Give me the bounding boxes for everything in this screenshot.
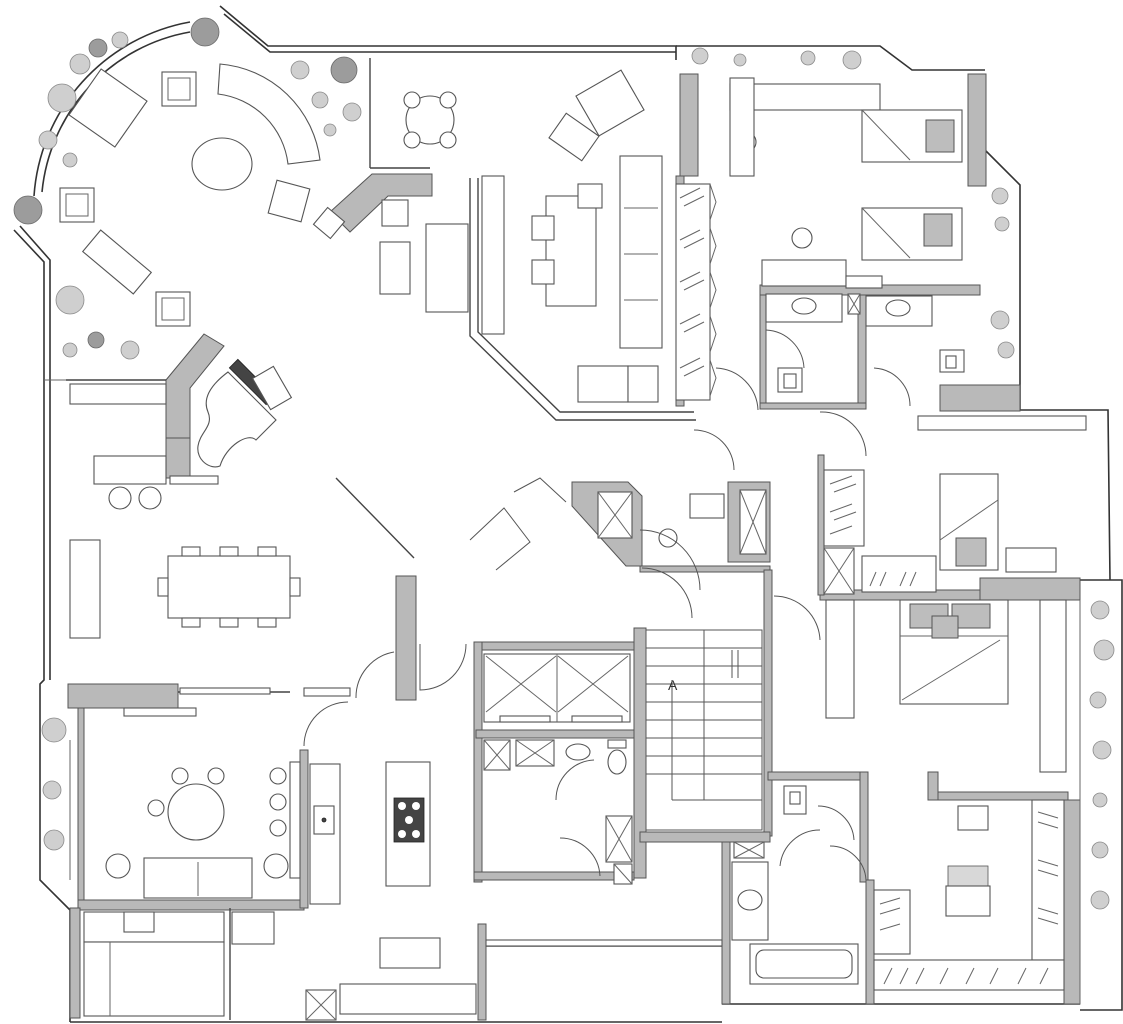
master-bedroom xyxy=(825,599,1067,773)
wardrobe-icon xyxy=(873,889,911,955)
armchair xyxy=(161,71,197,107)
stair-direction-label: A xyxy=(668,677,678,693)
sink-icon xyxy=(123,911,155,933)
wardrobe-icon xyxy=(1031,799,1065,961)
powder-room xyxy=(597,489,767,555)
toilet-icon xyxy=(777,367,803,393)
cooktop-icon xyxy=(393,797,425,843)
toilet-icon xyxy=(939,349,965,373)
column xyxy=(190,17,220,47)
plant-icon xyxy=(691,47,862,70)
wardrobe-icon xyxy=(823,469,937,593)
master-bath xyxy=(731,785,859,985)
family-room xyxy=(105,707,301,899)
bedroom-ne xyxy=(729,83,963,289)
round-dining-table-icon xyxy=(403,91,457,149)
bedroom-east xyxy=(823,415,1087,595)
sink-icon xyxy=(885,299,911,317)
sink-icon xyxy=(689,493,725,519)
lounge-table xyxy=(68,68,148,148)
plant-icon xyxy=(990,187,1015,359)
ottoman xyxy=(947,865,989,887)
doors xyxy=(303,329,911,881)
round-dining-table-icon xyxy=(167,783,225,841)
armchair xyxy=(59,187,95,223)
window-details xyxy=(44,77,1081,1004)
bed-icon xyxy=(939,473,999,571)
bathtub-icon xyxy=(749,943,859,985)
bed-icon xyxy=(861,109,963,163)
armchair xyxy=(267,179,311,223)
guest-wc xyxy=(483,739,633,885)
sofa xyxy=(425,223,469,313)
plant-icon xyxy=(290,56,362,137)
terrace-lounge xyxy=(59,63,346,327)
bed-icon xyxy=(861,207,963,261)
dressing-room xyxy=(873,799,1065,991)
planting-beds xyxy=(13,17,1115,910)
coffee-table xyxy=(191,137,253,191)
coffee-table xyxy=(545,195,597,307)
sink-icon xyxy=(737,889,763,911)
wardrobe-icon xyxy=(873,959,1065,991)
bathroom-ne xyxy=(765,293,965,393)
dining-table xyxy=(157,546,301,628)
daybed xyxy=(81,229,153,295)
curved-sofa xyxy=(217,63,321,165)
plant-icon xyxy=(38,31,129,168)
plant-icon xyxy=(41,717,67,851)
wardrobe-icon xyxy=(675,183,717,401)
plant-icon xyxy=(55,285,140,360)
armchair xyxy=(155,291,191,327)
bed-icon xyxy=(899,599,1009,705)
sink-icon xyxy=(791,297,817,315)
column xyxy=(13,195,43,225)
plant-icon xyxy=(1089,600,1115,910)
sink-icon xyxy=(565,743,591,761)
stairs: A xyxy=(645,629,763,831)
sofa xyxy=(619,155,663,349)
kitchen xyxy=(83,761,477,1021)
sideboard xyxy=(69,539,101,639)
building-outline xyxy=(13,5,1123,1023)
toilet-icon xyxy=(607,739,627,775)
grand-piano-icon xyxy=(197,358,293,468)
living-room xyxy=(379,155,663,403)
sun-loungers xyxy=(548,69,645,162)
sink-icon xyxy=(313,805,335,835)
elevator-icon xyxy=(483,653,631,723)
